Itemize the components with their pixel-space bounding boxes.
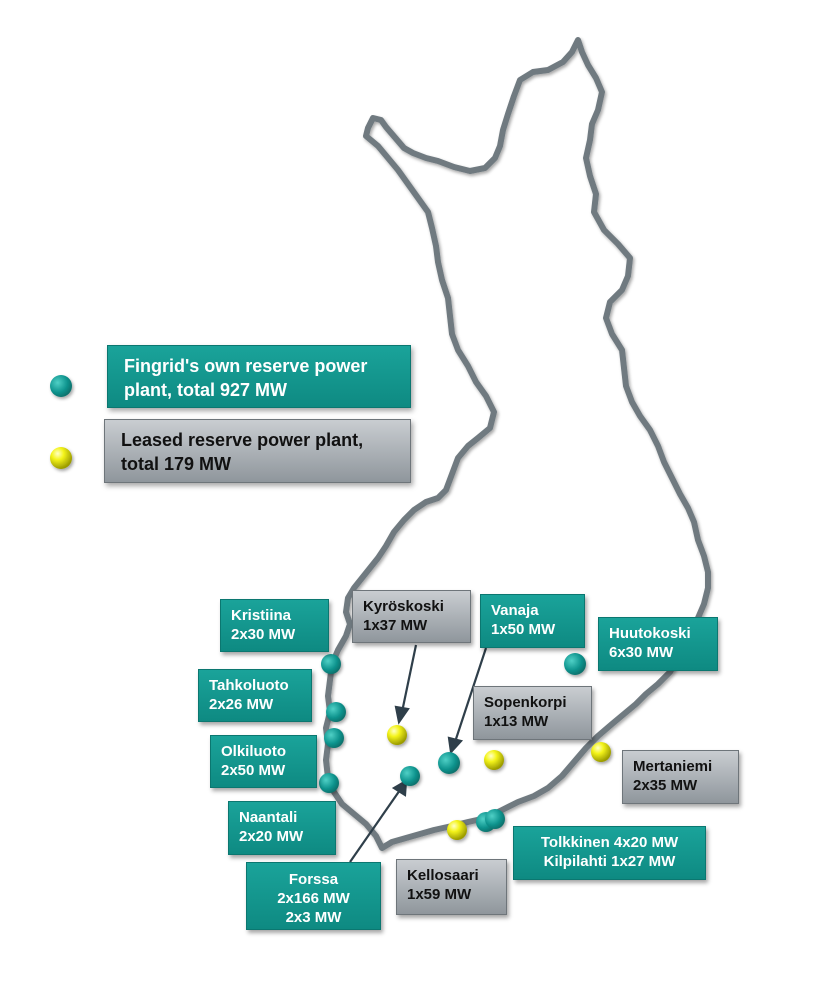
marker-sopenkorpi[interactable] <box>484 750 504 770</box>
label-sopenkorpi-name: Sopenkorpi <box>484 694 567 711</box>
label-sopenkorpi: Sopenkorpi 1x13 MW <box>473 686 592 740</box>
label-vanaja: Vanaja 1x50 MW <box>480 594 585 648</box>
arrow-forssa <box>349 789 401 863</box>
label-olkiluoto: Olkiluoto 2x50 MW <box>210 735 317 788</box>
label-forssa-name: Forssa <box>288 871 339 888</box>
finland-outline <box>323 37 711 851</box>
label-mertaniemi-name: Mertaniemi <box>633 758 713 775</box>
plant-markers <box>319 653 611 840</box>
legend-leased-line1: Leased reserve power plant, <box>121 430 364 450</box>
marker-kristiina[interactable] <box>321 654 341 674</box>
label-naantali-capacity: 2x20 MW <box>239 828 304 845</box>
marker-naantali[interactable] <box>319 773 339 793</box>
legend-leased-marker <box>50 447 72 469</box>
arrowhead-forssa <box>391 778 408 797</box>
arrows <box>349 644 488 863</box>
label-vanaja-capacity: 1x50 MW <box>491 621 556 638</box>
label-tahkoluoto-capacity: 2x26 MW <box>209 696 274 713</box>
label-olkiluoto-capacity: 2x50 MW <box>221 762 286 779</box>
label-kyroskoski-capacity: 1x37 MW <box>363 617 428 634</box>
label-forssa: Forssa 2x166 MW 2x3 MW <box>246 862 381 930</box>
legend-leased-box: Leased reserve power plant, total 179 MW <box>104 419 411 483</box>
label-forssa-capacity2: 2x3 MW <box>285 909 342 926</box>
arrowhead-vanaja <box>447 736 464 755</box>
label-mertaniemi: Mertaniemi 2x35 MW <box>622 750 739 804</box>
label-huutokoski-capacity: 6x30 MW <box>609 644 674 661</box>
marker-tahkoluoto[interactable] <box>326 702 346 722</box>
marker-mertaniemi[interactable] <box>591 742 611 762</box>
label-tahkoluoto: Tahkoluoto 2x26 MW <box>198 669 312 722</box>
legend-leased-line2: total 179 MW <box>121 454 232 474</box>
label-forssa-capacity1: 2x166 MW <box>277 890 350 907</box>
label-kilpilahti: Kilpilahti 1x27 MW <box>543 853 676 870</box>
label-tolkkinen: Tolkkinen 4x20 MW <box>540 834 679 851</box>
label-kellosaari-name: Kellosaari <box>407 867 479 884</box>
arrowhead-kyroskoski <box>394 705 410 725</box>
label-kristiina-name: Kristiina <box>231 607 292 624</box>
legend-own-line1: Fingrid's own reserve power <box>124 356 368 376</box>
label-huutokoski-name: Huutokoski <box>609 625 691 642</box>
arrow-vanaja <box>453 647 488 743</box>
label-tahkoluoto-name: Tahkoluoto <box>209 677 289 694</box>
legend-own-box: Fingrid's own reserve power plant, total… <box>107 345 411 408</box>
label-kyroskoski-name: Kyröskoski <box>363 598 444 615</box>
label-vanaja-name: Vanaja <box>491 602 539 619</box>
label-huutokoski: Huutokoski 6x30 MW <box>598 617 718 671</box>
arrow-kyroskoski <box>400 644 418 713</box>
label-kellosaari: Kellosaari 1x59 MW <box>396 859 507 915</box>
label-tolkkinen-kilpilahti: Tolkkinen 4x20 MW Kilpilahti 1x27 MW <box>513 826 706 880</box>
marker-kellosaari[interactable] <box>447 820 467 840</box>
marker-kyroskoski[interactable] <box>387 725 407 745</box>
label-mertaniemi-capacity: 2x35 MW <box>633 777 698 794</box>
legend-own-marker <box>50 375 72 397</box>
legend-own-line2: plant, total 927 MW <box>124 380 288 400</box>
label-kyroskoski: Kyröskoski 1x37 MW <box>352 590 471 643</box>
label-olkiluoto-name: Olkiluoto <box>221 743 286 760</box>
label-kellosaari-capacity: 1x59 MW <box>407 886 472 903</box>
label-sopenkorpi-capacity: 1x13 MW <box>484 713 549 730</box>
label-naantali: Naantali 2x20 MW <box>228 801 336 855</box>
label-kristiina: Kristiina 2x30 MW <box>220 599 329 652</box>
label-naantali-name: Naantali <box>239 809 298 826</box>
marker-forssa[interactable] <box>400 766 420 786</box>
marker-kilpilahti[interactable] <box>485 809 505 829</box>
label-kristiina-capacity: 2x30 MW <box>231 626 296 643</box>
marker-huutokoski[interactable] <box>564 653 586 675</box>
marker-vanaja[interactable] <box>438 752 460 774</box>
marker-olkiluoto[interactable] <box>324 728 344 748</box>
